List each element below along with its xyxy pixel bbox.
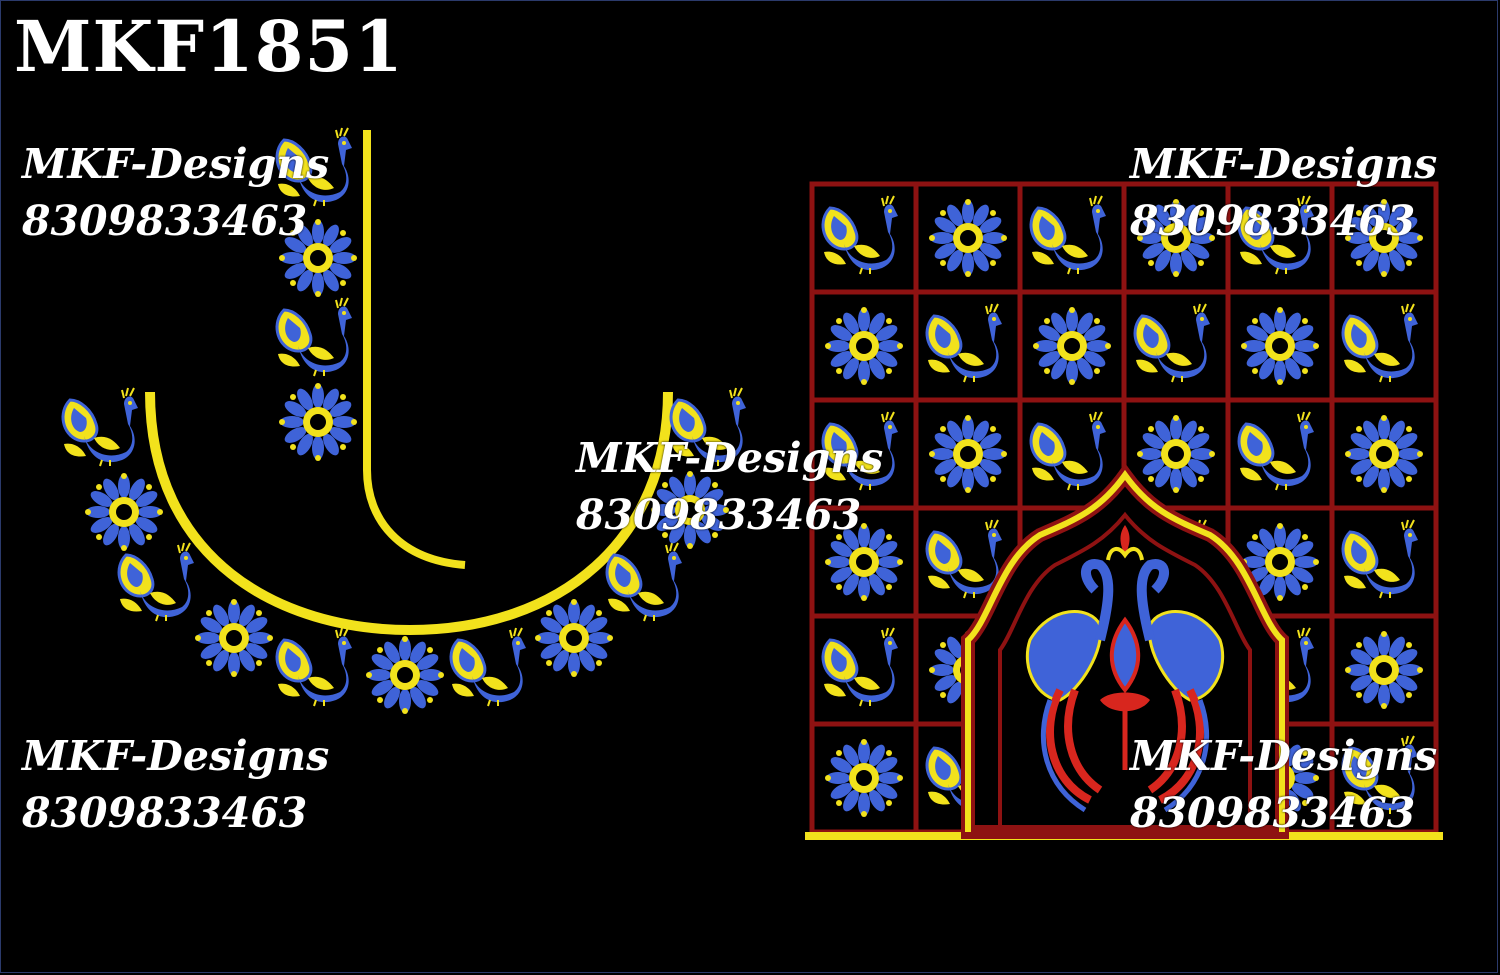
watermark-top-left: MKF-Designs 8309833463 [22, 136, 329, 251]
flower-motif [1241, 307, 1319, 385]
arch-centerpiece [961, 462, 1289, 839]
peacock-motif [821, 626, 900, 708]
design-code-title: MKF1851 [14, 5, 404, 88]
flower-motif [929, 415, 1007, 493]
watermark-top-right: MKF-Designs 8309833463 [1130, 136, 1437, 251]
peacock-motif [1029, 194, 1108, 276]
back-neck-border [275, 126, 466, 569]
watermark-phone: 8309833463 [576, 491, 862, 540]
flower-motif [1137, 415, 1215, 493]
watermark-center: MKF-Designs 8309833463 [576, 430, 883, 545]
peacock-motif [1237, 410, 1316, 492]
grid-panel [805, 181, 1443, 840]
peacock-motif [1029, 410, 1108, 492]
peacock-motif [1133, 302, 1212, 384]
watermark-bottom-right: MKF-Designs 8309833463 [1130, 728, 1437, 843]
watermark-phone: 8309833463 [22, 789, 308, 838]
watermark-brand: MKF-Designs [1130, 140, 1438, 188]
flower-motif [1033, 307, 1111, 385]
peacock-motif [821, 194, 900, 276]
flower-motif [825, 739, 903, 817]
watermark-brand: MKF-Designs [576, 434, 884, 482]
watermark-phone: 8309833463 [1130, 789, 1416, 838]
peacock-motif [1341, 518, 1420, 600]
flower-motif [929, 199, 1007, 277]
peacock-motif [1341, 302, 1420, 384]
watermark-phone: 8309833463 [1130, 197, 1416, 246]
watermark-brand: MKF-Designs [22, 732, 330, 780]
peacock-motif [925, 302, 1004, 384]
flower-motif [1345, 631, 1423, 709]
watermark-brand: MKF-Designs [22, 140, 330, 188]
flower-motif [1345, 415, 1423, 493]
front-neck-border [61, 386, 748, 714]
flower-motif [825, 307, 903, 385]
watermark-brand: MKF-Designs [1130, 732, 1438, 780]
peacock-motif [925, 518, 1004, 600]
watermark-phone: 8309833463 [22, 197, 308, 246]
watermark-bottom-left: MKF-Designs 8309833463 [22, 728, 329, 843]
